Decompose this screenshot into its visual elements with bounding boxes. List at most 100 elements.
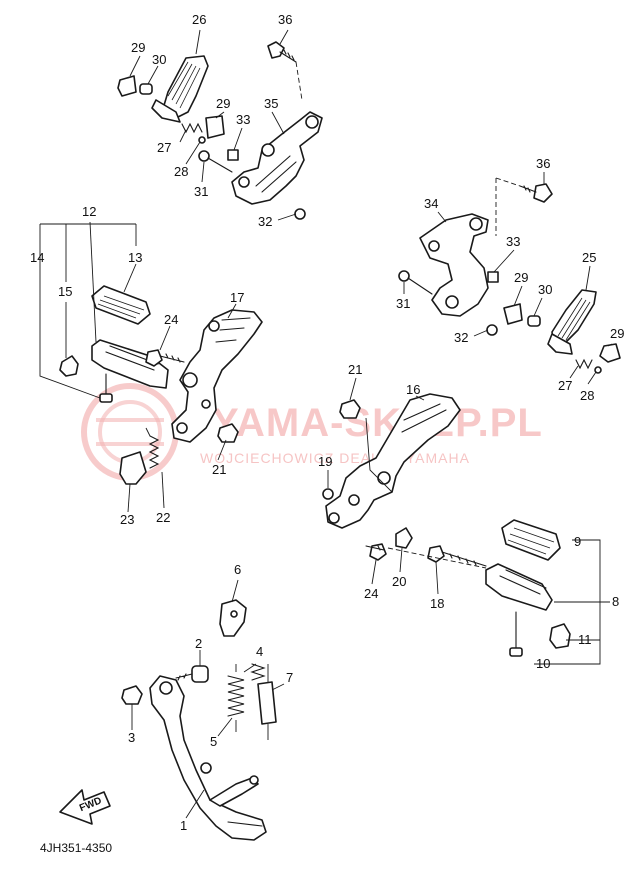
callout-29b: 29 (216, 96, 230, 111)
watermark-text: YAMA-SKLEP.PL (212, 401, 543, 445)
spring-5 (227, 675, 245, 717)
washer-19 (322, 488, 334, 500)
screw-31 (198, 150, 233, 173)
leader-lines (39, 29, 613, 819)
callout-20: 20 (392, 574, 406, 589)
callout-29: 29 (131, 40, 145, 55)
collar-20 (395, 527, 413, 549)
bracket-6 (219, 599, 247, 637)
bolt-36b (519, 183, 553, 203)
footrest-12 (91, 339, 169, 389)
callout-11: 11 (578, 632, 592, 647)
nut-21 (217, 423, 239, 443)
rear-left-footrest-assembly (117, 41, 323, 220)
nut-32b (486, 324, 498, 336)
rear-footrest-25 (551, 289, 597, 345)
callout-27: 27 (157, 140, 171, 155)
callout-4: 4 (256, 644, 263, 659)
callout-labels: 26 36 29 30 29 35 33 27 28 31 32 36 34 3… (30, 12, 624, 833)
callout-28b: 28 (580, 388, 594, 403)
spring-27b (575, 358, 593, 370)
callout-35: 35 (264, 96, 278, 111)
callout-28: 28 (174, 164, 188, 179)
spring-7 (257, 681, 277, 725)
callout-29d: 29 (610, 326, 624, 341)
ball-28 (198, 136, 206, 144)
cap-29 (117, 75, 137, 97)
rubber-13 (91, 285, 151, 325)
watermark-subtext: WOJCIECHOWICZ DEALER YAMAHA (200, 450, 470, 466)
callout-31: 31 (194, 184, 208, 199)
nut-32 (294, 208, 306, 220)
pin-30 (139, 83, 153, 95)
footrest-8 (485, 563, 553, 611)
plate-33 (227, 149, 239, 161)
callout-6: 6 (234, 562, 241, 577)
callout-9: 9 (574, 534, 581, 549)
callout-19: 19 (318, 454, 332, 469)
bolt-24b (365, 543, 387, 561)
front-bracket-16 (325, 393, 461, 529)
sidestand-1 (149, 675, 267, 841)
callout-22: 22 (156, 510, 170, 525)
callout-18: 18 (430, 596, 444, 611)
callout-2: 2 (195, 636, 202, 651)
bolt-18 (427, 545, 487, 567)
callout-12: 12 (82, 204, 96, 219)
nut-3 (121, 685, 143, 705)
callout-15: 15 (58, 284, 72, 299)
ball-28b (594, 366, 602, 374)
callout-7: 7 (286, 670, 293, 685)
callout-8: 8 (612, 594, 619, 609)
callout-21b: 21 (348, 362, 362, 377)
rear-bracket-35 (231, 111, 323, 205)
callout-24b: 24 (364, 586, 378, 601)
callout-36: 36 (278, 12, 292, 27)
callout-34: 34 (424, 196, 438, 211)
callout-31b: 31 (396, 296, 410, 311)
diagram-code: 4JH351-4350 (40, 841, 112, 855)
spring-27 (181, 122, 203, 134)
fwd-arrow-icon: FWD (59, 789, 111, 825)
callout-33: 33 (236, 112, 250, 127)
rear-bracket-34 (419, 213, 489, 317)
bolt-2 (175, 665, 209, 683)
cap-29d (599, 343, 621, 363)
stopper-15 (59, 355, 79, 377)
callout-29c: 29 (514, 270, 528, 285)
plate-33b (487, 271, 499, 283)
pin-30b (527, 315, 541, 327)
callout-36b: 36 (536, 156, 550, 171)
callout-1: 1 (180, 818, 187, 833)
bolt-36 (267, 41, 297, 63)
callout-13: 13 (128, 250, 142, 265)
callout-32: 32 (258, 214, 272, 229)
block-29b (205, 115, 225, 139)
callout-32b: 32 (454, 330, 468, 345)
callout-21: 21 (212, 462, 226, 477)
callout-30: 30 (152, 52, 166, 67)
callout-25: 25 (582, 250, 596, 265)
callout-23: 23 (120, 512, 134, 527)
callout-17: 17 (230, 290, 244, 305)
rubber-9 (501, 519, 561, 561)
callout-16: 16 (406, 382, 420, 397)
callout-30b: 30 (538, 282, 552, 297)
nut-21b (339, 399, 361, 419)
callout-27b: 27 (558, 378, 572, 393)
callout-10: 10 (536, 656, 550, 671)
collar-23 (119, 451, 147, 485)
front-left-footrest-assembly (59, 285, 263, 485)
spring-22 (148, 435, 160, 469)
bolt-10 (509, 611, 523, 657)
callout-14: 14 (30, 250, 44, 265)
front-bracket-17 (171, 309, 263, 443)
callout-3: 3 (128, 730, 135, 745)
callout-5: 5 (210, 734, 217, 749)
front-right-footrest-assembly (322, 393, 571, 657)
spring-4 (250, 663, 266, 681)
watermark: YAMA-SKLEP.PL WOJCIECHOWICZ DEALER YAMAH… (81, 383, 543, 481)
sidestand-assembly (121, 599, 277, 841)
stopper-11 (549, 623, 571, 649)
